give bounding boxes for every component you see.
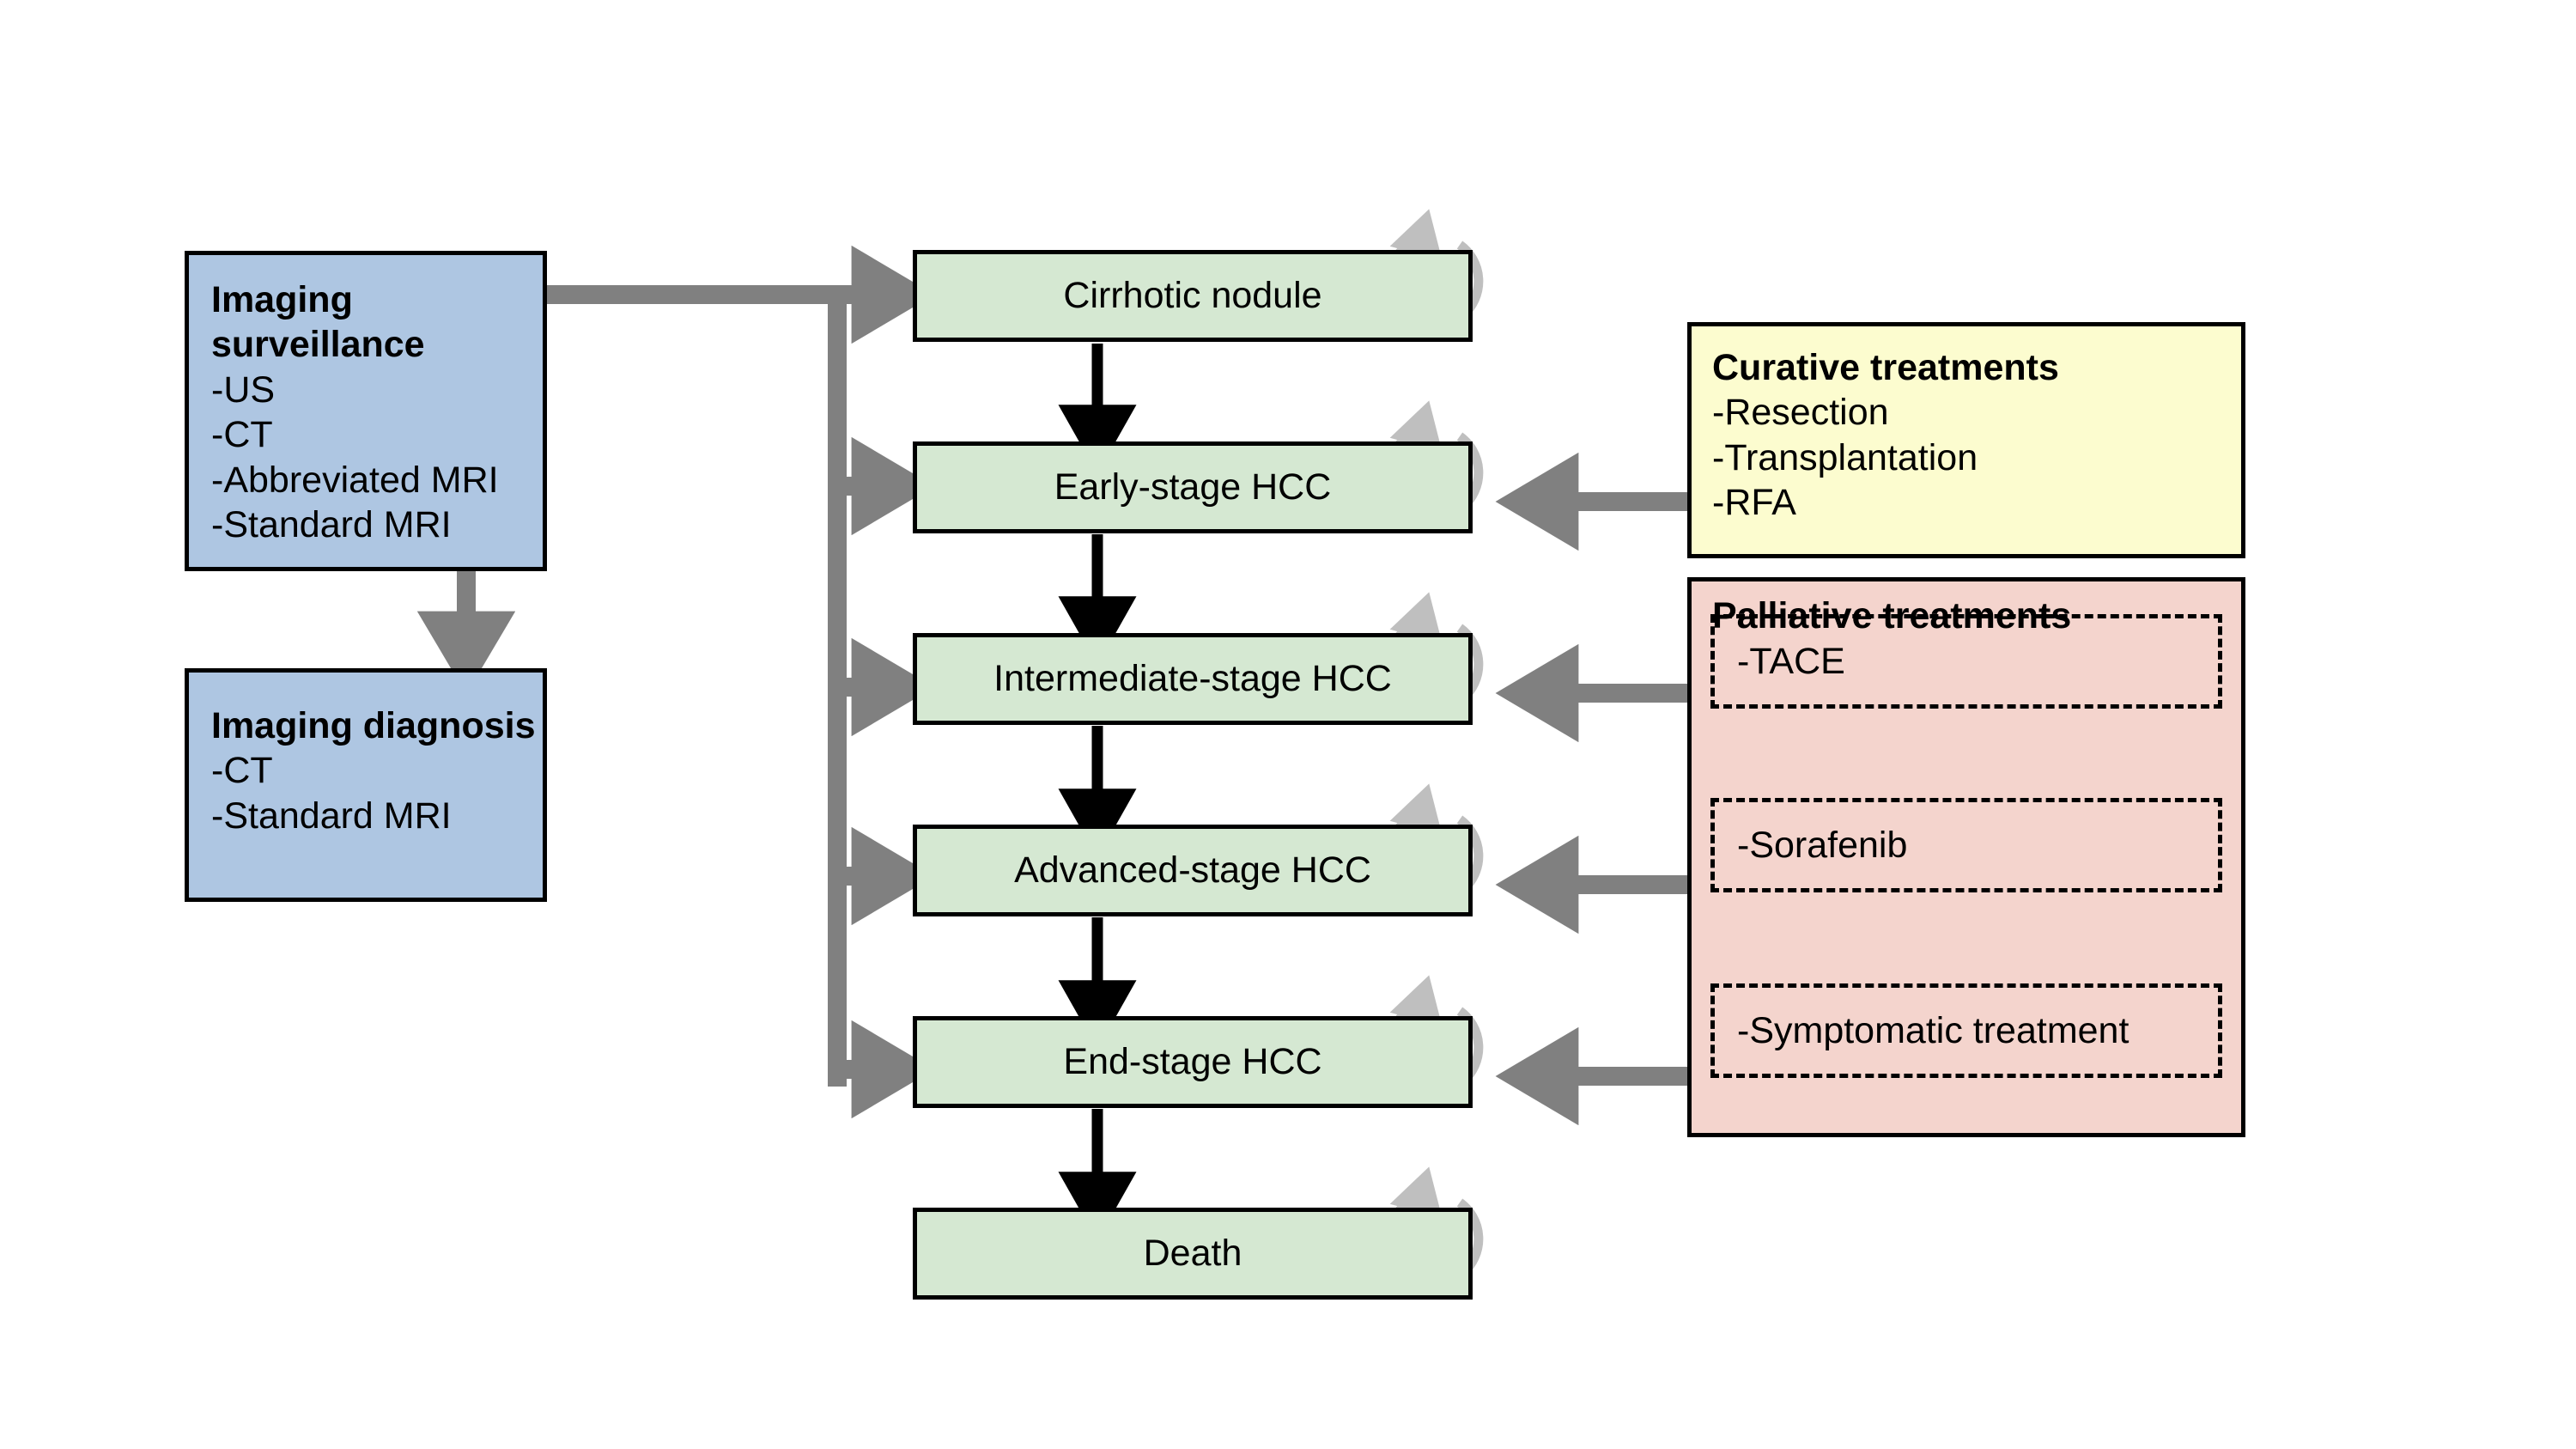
imaging-diagnosis-box[interactable]: Imaging diagnosis -CT -Standard MRI: [185, 668, 547, 902]
imaging-diagnosis-title: Imaging diagnosis: [211, 705, 536, 746]
curative-treatments-item-2: -RFA: [1712, 482, 1796, 524]
self-loop-arrows: [1384, 209, 1484, 1288]
imaging-surveillance-item-1: -CT: [211, 414, 273, 456]
curative-treatments-item-0: -Resection: [1712, 392, 1889, 434]
imaging-surveillance-title: Imaging surveillance: [211, 279, 425, 366]
state-label: Intermediate-stage HCC: [993, 658, 1392, 700]
curative-treatments-item-1: -Transplantation: [1712, 436, 1978, 478]
state-box-death[interactable]: Death: [913, 1208, 1473, 1300]
treatment-arrows: [1495, 452, 1687, 1126]
state-box-advanced-stage-hcc[interactable]: Advanced-stage HCC: [913, 825, 1473, 916]
palliative-item-label: -Symptomatic treatment: [1737, 1009, 2129, 1051]
palliative-treatments-box[interactable]: Palliative treatments -TACE -Sorafenib -…: [1687, 577, 2245, 1137]
imaging-surveillance-item-3: -Standard MRI: [211, 504, 452, 546]
surveillance-bus: [547, 245, 935, 1119]
imaging-diagnosis-item-1: -Standard MRI: [211, 795, 452, 837]
state-box-intermediate-stage-hcc[interactable]: Intermediate-stage HCC: [913, 633, 1473, 725]
palliative-item-label: -Sorafenib: [1737, 824, 1908, 866]
curative-treatments-title: Curative treatments: [1712, 347, 2059, 388]
palliative-item-sorafenib[interactable]: -Sorafenib: [1710, 798, 2222, 892]
state-label: Cirrhotic nodule: [1063, 275, 1322, 317]
state-box-early-stage-hcc[interactable]: Early-stage HCC: [913, 441, 1473, 533]
imaging-surveillance-item-2: -Abbreviated MRI: [211, 459, 499, 501]
palliative-item-tace[interactable]: -TACE: [1710, 614, 2222, 709]
state-label: Advanced-stage HCC: [1014, 849, 1371, 892]
imaging-diagnosis-item-0: -CT: [211, 750, 273, 792]
state-box-cirrhotic-nodule[interactable]: Cirrhotic nodule: [913, 250, 1473, 342]
imaging-surveillance-item-0: -US: [211, 368, 276, 411]
imaging-surveillance-box[interactable]: Imaging surveillance -US -CT -Abbreviate…: [185, 251, 547, 571]
state-label: Death: [1143, 1233, 1242, 1275]
state-label: Early-stage HCC: [1054, 466, 1332, 508]
palliative-treatments-title: Palliative treatments: [1712, 595, 2072, 636]
state-label: End-stage HCC: [1063, 1041, 1322, 1083]
curative-treatments-box[interactable]: Curative treatments -Resection -Transpla…: [1687, 322, 2245, 558]
palliative-item-label: -TACE: [1737, 640, 1845, 682]
state-box-end-stage-hcc[interactable]: End-stage HCC: [913, 1016, 1473, 1108]
palliative-item-symptomatic-treatment[interactable]: -Symptomatic treatment: [1710, 983, 2222, 1078]
